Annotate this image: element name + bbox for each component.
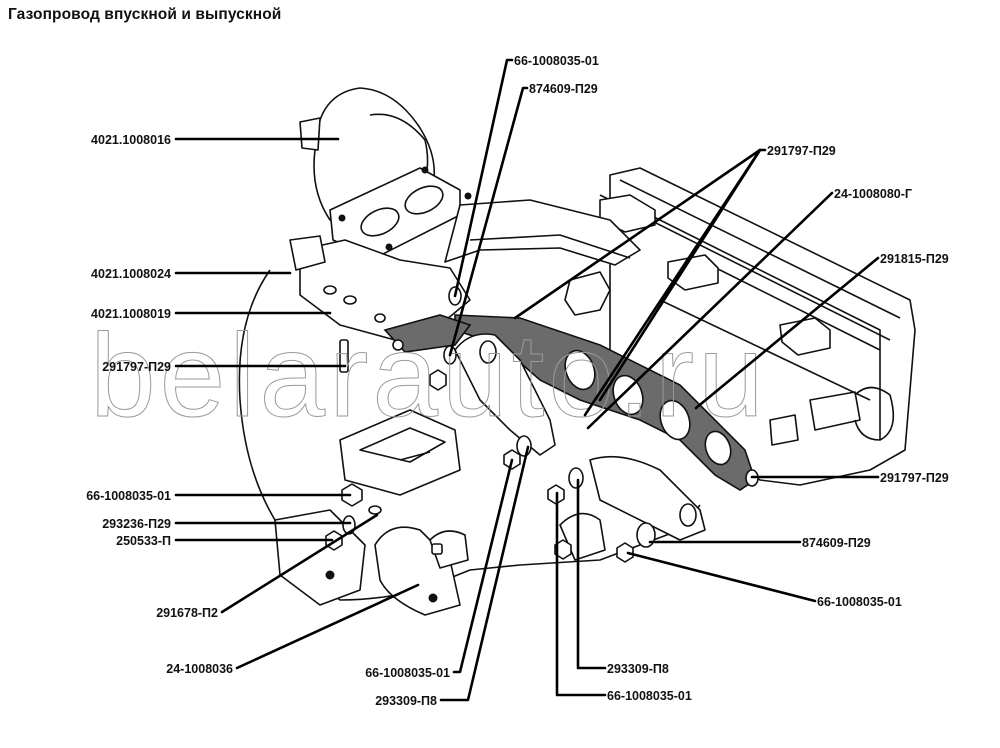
leader-c16 [220, 513, 379, 614]
callout-c10: 66-1008035-01 [86, 489, 171, 503]
callout-c16: 291678-П2 [156, 606, 218, 620]
leader-c21 [439, 445, 530, 702]
leader-c17 [235, 583, 420, 670]
callout-c13: 250533-П [116, 534, 171, 548]
callout-c15: 66-1008035-01 [817, 595, 902, 609]
leader-c19 [452, 458, 514, 674]
callout-labels: 66-1008035-01 874609-П29 4021.1008016 29… [86, 54, 949, 708]
callout-c12: 293236-П29 [102, 517, 171, 531]
leader-c02 [448, 86, 529, 357]
callout-c02: 874609-П29 [529, 82, 598, 96]
leader-c15 [626, 551, 817, 603]
diagram-title: Газопровод впускной и выпускной [8, 6, 282, 23]
exhaust-manifold [238, 269, 706, 616]
intake-manifold [289, 87, 641, 373]
leader-c04c [583, 148, 762, 417]
leader-c01 [453, 58, 514, 298]
callout-c17: 24-1008036 [166, 662, 233, 676]
leader-lines [174, 58, 880, 702]
watermark: belarauto.ru [90, 310, 768, 442]
callout-c06: 4021.1008024 [91, 267, 171, 281]
callout-c19: 66-1008035-01 [365, 666, 450, 680]
leader-c18 [576, 478, 607, 670]
callout-c05: 24-1008080-Г [834, 187, 912, 201]
callout-c11: 291797-П29 [880, 471, 949, 485]
callout-c09: 291797-П29 [102, 360, 171, 374]
callout-c01: 66-1008035-01 [514, 54, 599, 68]
callout-c08: 4021.1008019 [91, 307, 171, 321]
callout-c07: 291815-П29 [880, 252, 949, 266]
leader-c07 [694, 256, 880, 410]
leader-c20 [555, 491, 607, 697]
callout-c04: 291797-П29 [767, 144, 836, 158]
callout-c14: 874609-П29 [802, 536, 871, 550]
callout-c18: 293309-П8 [607, 662, 669, 676]
callout-c21: 293309-П8 [375, 694, 437, 708]
callout-c03: 4021.1008016 [91, 133, 171, 147]
leader-c05 [586, 191, 834, 430]
callout-c20: 66-1008035-01 [607, 689, 692, 703]
